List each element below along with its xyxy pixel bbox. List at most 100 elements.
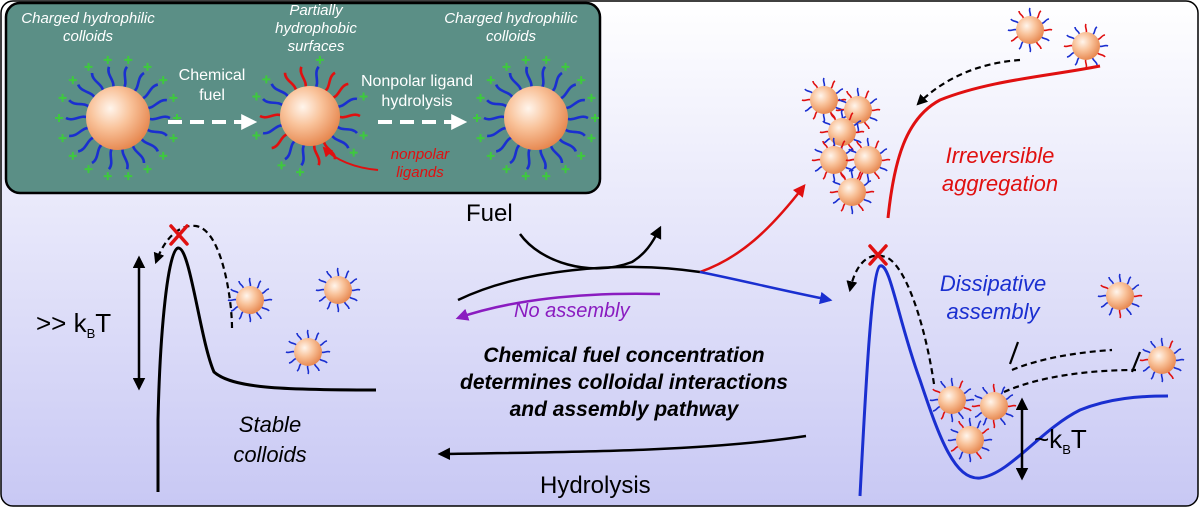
charge-plus-icon (68, 151, 77, 160)
hydrophilic-ligand (320, 350, 331, 354)
exit-dashed-arrow-upper (1011, 348, 1113, 372)
charge-plus-icon (359, 92, 368, 101)
hydrophilic-ligand (262, 298, 273, 302)
charge-plus-icon (561, 165, 570, 174)
dissipative-line1: Dissipative (939, 271, 1047, 296)
particle-core (1148, 346, 1176, 374)
charge-plus-icon (521, 55, 530, 64)
colloid-particle (285, 329, 331, 375)
charge-plus-icon (84, 165, 93, 174)
hydrophilic-ligand (850, 204, 854, 215)
nonpolar-ligand (1084, 23, 1088, 34)
charge-plus-icon (103, 172, 112, 181)
particle-core (504, 86, 568, 150)
nonpolar-ligand (1063, 44, 1074, 48)
fuel-arrow (518, 225, 662, 270)
exit-tick-lower (1130, 351, 1142, 373)
charge-plus-icon (262, 75, 271, 84)
hydrophilic-ligand (850, 169, 854, 180)
pathway-base-curve (457, 265, 701, 302)
charge-plus-icon (502, 62, 511, 71)
hydrophilic-ligand (982, 438, 993, 442)
inset-arrow2-line1: Nonpolar ligand (360, 73, 474, 90)
charge-plus-icon (68, 76, 77, 85)
nonpolar-ligand (1139, 358, 1150, 362)
charge-plus-icon (277, 161, 286, 170)
hydrophilic-ligand (306, 364, 310, 375)
hydrophilic-ligand (856, 87, 860, 98)
nonpolar-ligand (829, 190, 840, 194)
charge-plus-icon (252, 131, 261, 140)
particle-core (1016, 16, 1044, 44)
hydrophilic-ligand (1007, 28, 1018, 32)
colloid-particle (845, 137, 891, 183)
charge-plus-icon (58, 93, 67, 102)
colloid-particle (315, 267, 361, 313)
charge-plus-icon (486, 76, 495, 85)
inset-label-stage2: Partially hydrophobic surfaces (246, 2, 386, 56)
kbt-low-prefix: ~k (1034, 424, 1063, 454)
charge-plus-icon (103, 55, 112, 64)
inset-arrow1-line2: fuel (199, 87, 225, 104)
hydrophilic-ligand (248, 312, 252, 323)
charge-plus-icon (55, 114, 63, 122)
hydrophilic-ligand (822, 77, 826, 88)
inset-label-stage1-line1: Charged hydrophilic (21, 10, 155, 27)
nonpolar-ligand (864, 190, 875, 194)
hydrophilic-ligand (1160, 372, 1164, 383)
charge-plus-icon (542, 172, 551, 181)
fuel-label: Fuel (466, 200, 513, 227)
nonpolar-ligand (811, 158, 822, 162)
charge-plus-icon (587, 134, 596, 143)
hydrophilic-ligand (950, 412, 954, 423)
nonpolar-ligand (880, 158, 891, 162)
particle-core (1106, 282, 1134, 310)
irreversible-energy-curve (886, 64, 1101, 219)
no-assembly-label: No assembly (514, 300, 630, 322)
inset-arrow1-label: Chemical fuel (164, 66, 260, 106)
hydrophilic-ligand (866, 137, 870, 148)
colloid-particle (55, 55, 181, 181)
hydrophilic-ligand (1028, 7, 1032, 18)
particle-core (294, 338, 322, 366)
nonpolar-ligand (870, 108, 881, 112)
charge-plus-icon (577, 76, 586, 85)
inset-particle-hydrophilic-left (55, 55, 181, 181)
hydrophilic-ligand (866, 172, 870, 183)
hydrophilic-ligand (1174, 358, 1185, 362)
nonpolar-ligand (1084, 58, 1088, 69)
charge-plus-icon (587, 93, 596, 102)
pathway-red-arrow (699, 184, 806, 274)
dissipative-label: Dissipative assembly (928, 270, 1058, 326)
charge-plus-icon (58, 134, 67, 143)
charge-plus-icon (143, 62, 152, 71)
hydrolysis-label: Hydrolysis (540, 472, 651, 499)
particle-core (938, 386, 966, 414)
particle-core (820, 146, 848, 174)
hydrophilic-ligand (1028, 42, 1032, 53)
no-assembly-arrow (455, 292, 661, 321)
center-line3: and assembly pathway (509, 398, 739, 421)
particle-core (956, 426, 984, 454)
inset-label-stage3: Charged hydrophilic colloids (436, 10, 586, 46)
charge-plus-icon (577, 151, 586, 160)
charge-plus-icon (591, 114, 599, 122)
charge-plus-icon (252, 92, 261, 101)
irreversible-line2: aggregation (941, 171, 1059, 196)
nonpolar-ligand (1042, 28, 1053, 32)
hydrophilic-ligand (929, 398, 940, 402)
hydrophilic-ligand (336, 267, 340, 278)
particle-core (236, 286, 264, 314)
colloid-particle (819, 109, 865, 155)
particle-core (838, 178, 866, 206)
nonpolar-ligand (1118, 308, 1122, 319)
nonpolar-ligand (992, 383, 996, 394)
irreversible-label: Irreversible aggregation (920, 142, 1080, 198)
hydrophilic-ligand (968, 452, 972, 463)
hydrophilic-ligand (950, 377, 954, 388)
particle-core (280, 86, 340, 146)
stable-energy-curve (156, 246, 377, 492)
barrier-blocked-mark-right (868, 244, 888, 266)
charge-plus-icon (359, 131, 368, 140)
